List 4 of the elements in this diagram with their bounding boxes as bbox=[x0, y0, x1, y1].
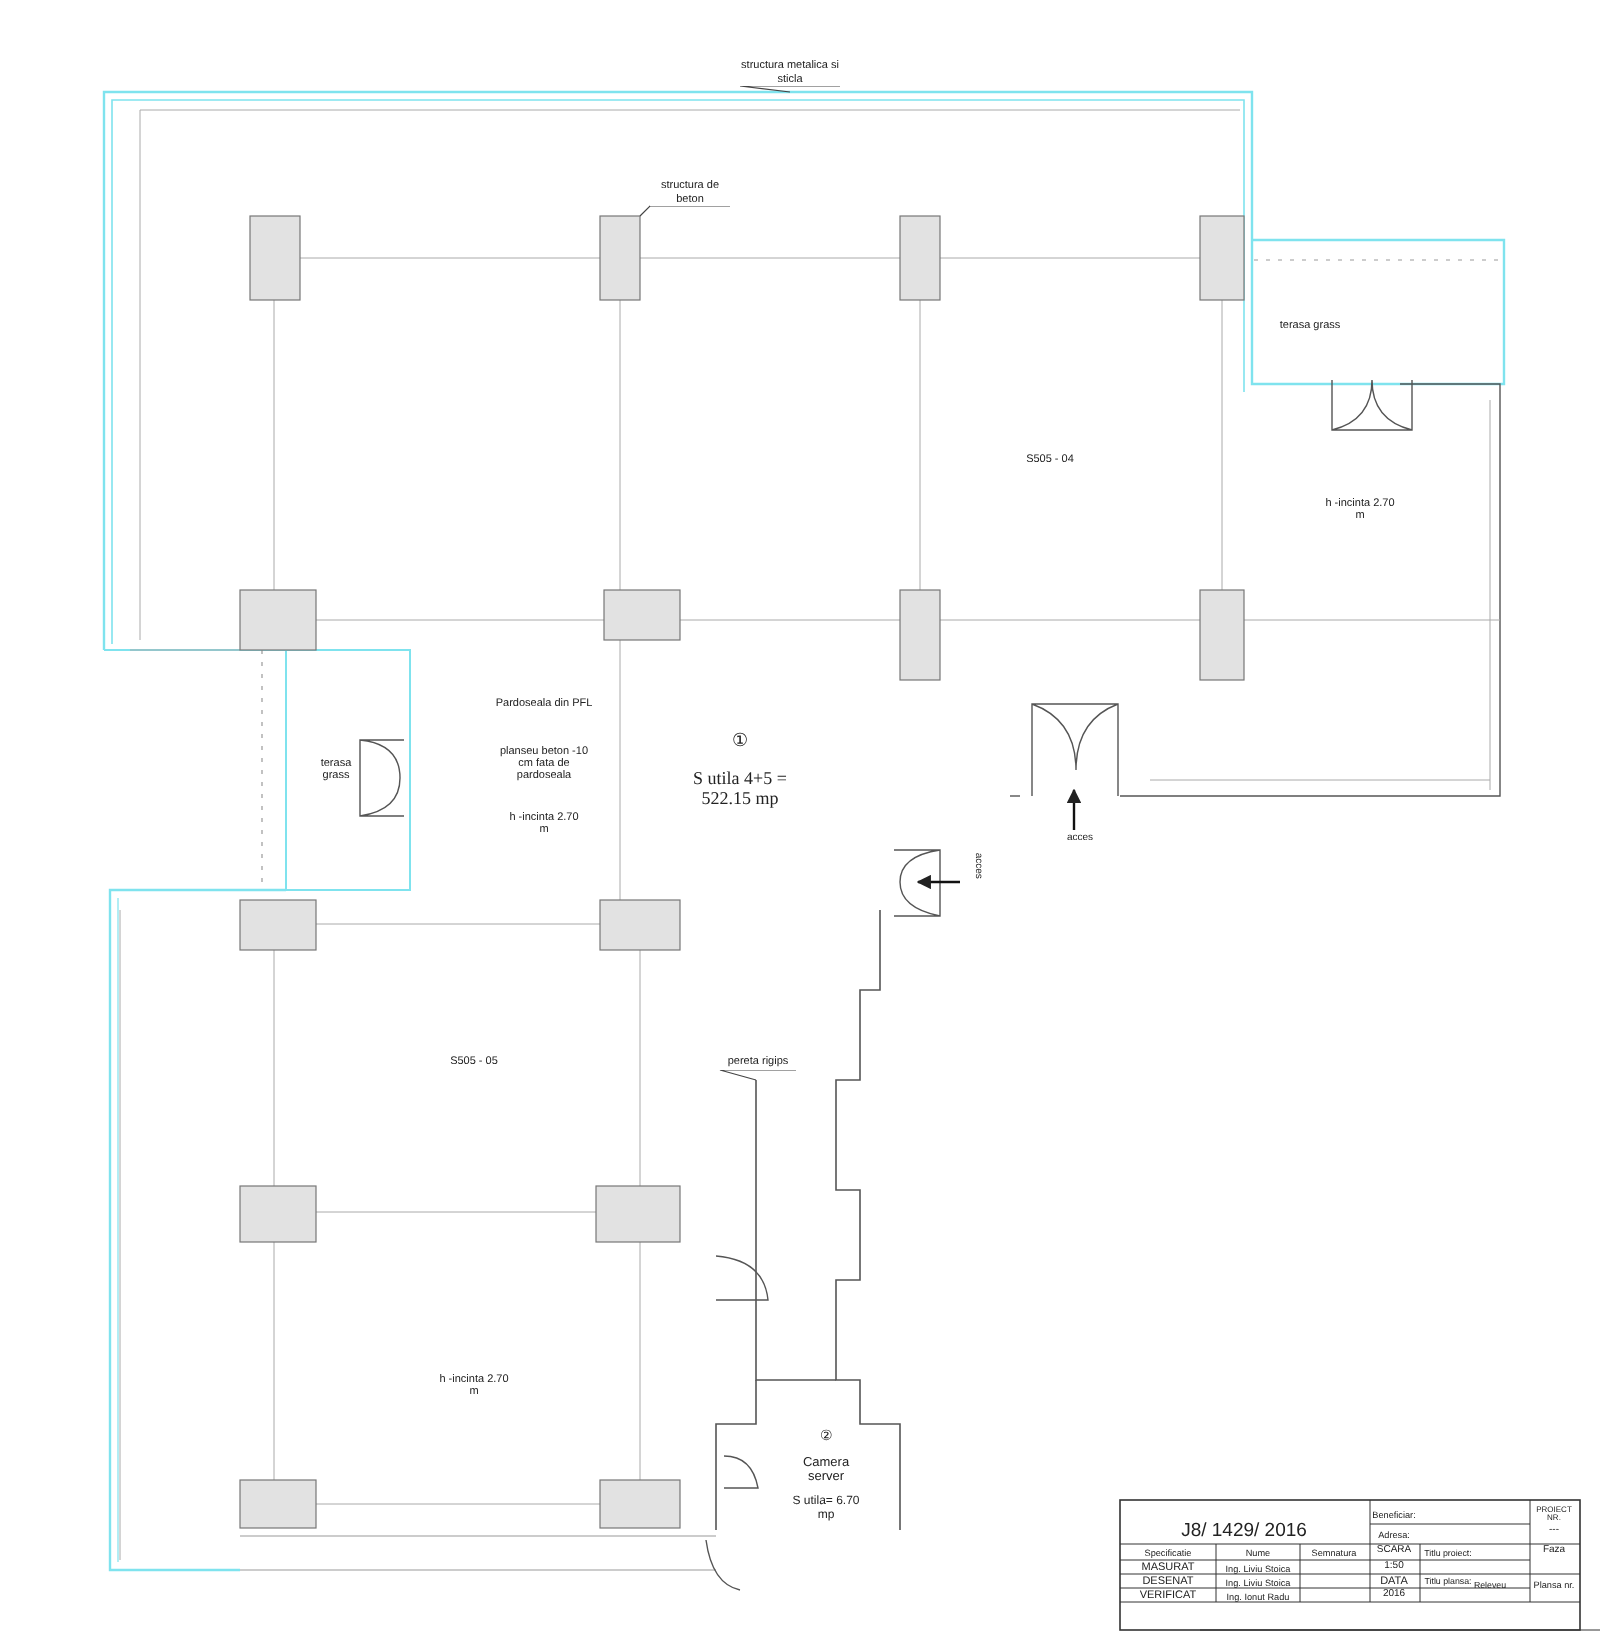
registration-number: J8/ 1429/ 2016 bbox=[1179, 1521, 1309, 1543]
area-label: S utila 4+5 = 522.15 mp bbox=[691, 767, 789, 809]
callout-number: ① bbox=[730, 730, 750, 751]
leader-line bbox=[719, 1069, 797, 1081]
